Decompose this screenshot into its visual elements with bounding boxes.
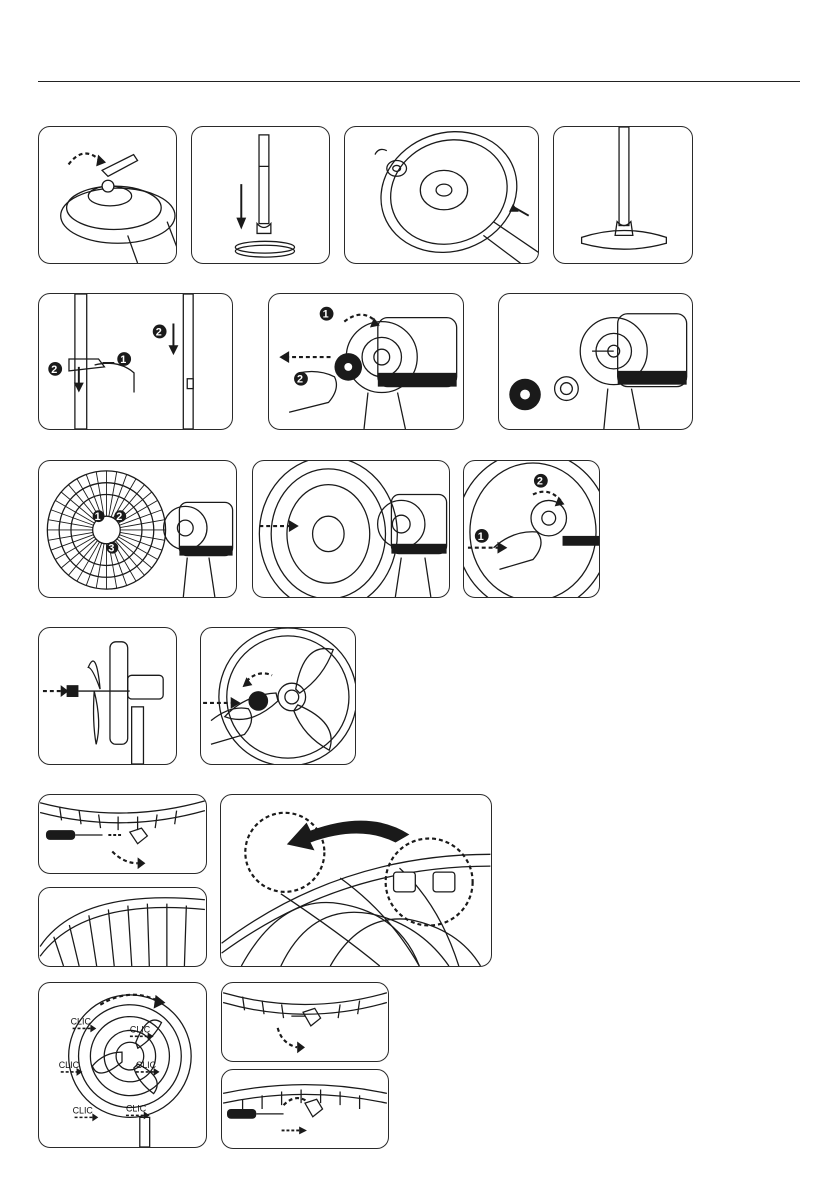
assembled-stand-step [553,126,693,264]
front-grille-clic-step: CLIC CLIC CLIC CLIC CLIC CLIC [38,982,207,1148]
base-nut-icon [39,127,176,263]
step-marker: 2 [537,476,543,488]
rear-grille-align-step: 1 2 3 [38,460,237,598]
clic-label: CLIC [136,1060,157,1070]
grille-align-detail [220,794,492,967]
screwdriver-icon [222,1070,388,1148]
clip-rotate-step [221,982,389,1062]
step-marker: 2 [156,326,162,338]
clic-label: CLIC [130,1024,151,1034]
step-marker: 1 [478,531,484,543]
motor-parts-step [498,293,693,430]
step-marker: 3 [108,543,114,555]
rear-grille-lock-step: 2 1 [463,460,600,598]
clip-fasten-step [221,1069,389,1149]
clic-label: CLIC [73,1105,94,1115]
motor-parts-icon [499,294,692,429]
base-underside-icon [345,127,538,263]
step-marker: 2 [51,364,57,376]
height-adjust-step: 2 1 2 [38,293,233,430]
clic-label: CLIC [71,1016,92,1026]
spinner-icon [201,628,355,764]
step-marker: 1 [120,354,126,366]
remove-motor-nut-step: 1 2 [268,293,464,430]
clic-label: CLIC [126,1103,147,1113]
step-marker: 2 [297,374,303,386]
blade-insert-step [38,627,177,765]
front-grille-icon: CLIC CLIC CLIC CLIC CLIC CLIC [39,983,206,1147]
header-rule [38,81,800,82]
rear-grille-push-step [252,460,450,598]
spinner-tighten-step [200,627,356,765]
pole-insert-icon [192,127,329,263]
grille-rim-icon [39,888,206,966]
screwdriver-icon [39,795,206,873]
height-clamp-icon: 2 1 2 [39,294,232,429]
motor-nut-icon: 1 2 [269,294,463,429]
step-marker: 1 [323,309,329,321]
stand-icon [554,127,692,263]
grille-rim-step [38,887,207,967]
step-marker: 1 [95,511,101,523]
clip-rotate-icon [222,983,388,1061]
fix-base-nut-step [344,126,539,264]
grille-push-icon [253,461,449,597]
insert-pole-step [191,126,330,264]
base-screw-step [38,126,177,264]
clip-screw-step [38,794,207,874]
grille-lock-icon: 2 1 [464,461,599,597]
step-marker: 2 [116,511,122,523]
blade-side-icon [39,628,176,764]
clic-label: CLIC [59,1060,80,1070]
rear-grille-icon: 1 2 3 [39,461,236,597]
grille-detail-icon [221,795,491,966]
